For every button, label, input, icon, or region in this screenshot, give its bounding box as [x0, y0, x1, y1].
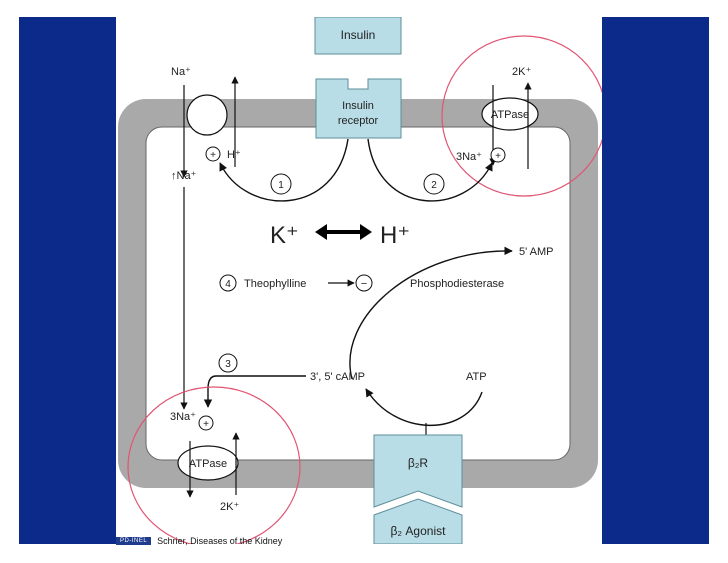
minus-marker: [355, 274, 373, 292]
step-1-badge: [270, 173, 292, 195]
plus-marker-1: [205, 146, 221, 162]
step-4-badge: [219, 274, 237, 292]
insulin-receptor-label-1: Insulin: [342, 100, 374, 112]
highlight-circle-bottom: [127, 386, 301, 544]
atpase-bottom: [177, 445, 239, 481]
k2-top-label: 2K⁺: [512, 66, 531, 78]
amp-label: 5' AMP: [519, 246, 554, 258]
atpase-top: [481, 97, 539, 131]
left-slide-bar: [19, 17, 116, 544]
k2-bottom-label: 2K⁺: [220, 501, 239, 513]
figure-panel: Insulin Insulin receptor Na⁺ + H⁺ ↑Na⁺ A…: [116, 17, 602, 544]
pathway-3-arrow: [203, 375, 306, 408]
svg-text:1: 1: [278, 180, 284, 191]
svg-text:+: +: [210, 150, 216, 161]
k-plus-label: K⁺: [270, 222, 299, 249]
phosphodiesterase-label: Phosphodiesterase: [410, 278, 504, 290]
atp-to-camp-arrow: [365, 388, 483, 427]
cell-diagram: Insulin Insulin receptor Na⁺ + H⁺ ↑Na⁺ A…: [118, 17, 602, 544]
camp-label: 3', 5' cAMP: [310, 371, 365, 383]
cell-interior: [145, 126, 571, 461]
step-2-badge: [423, 173, 445, 195]
na3-top-label: 3Na⁺: [456, 151, 482, 163]
beta2-receptor-label: β₂R: [408, 456, 429, 470]
pathway-1-arrow: [219, 138, 349, 202]
h-plus-label: H⁺: [380, 222, 410, 249]
atpase-bottom-label: ATPase: [189, 458, 227, 470]
insulin-receptor: [315, 78, 402, 139]
up-na-label: ↑Na⁺: [171, 170, 197, 182]
pathway-2-arrow: [367, 138, 493, 202]
beta2-agonist: [373, 498, 463, 544]
highlight-circle-top: [441, 35, 602, 197]
svg-text:4: 4: [225, 279, 231, 290]
atpase-top-label: ATPase: [491, 109, 529, 121]
na-h-exchanger: [186, 94, 228, 136]
camp-to-amp-arrow: [349, 246, 513, 380]
step-3-badge: [218, 353, 238, 373]
plus-marker-3: [198, 415, 214, 431]
atp-label: ATP: [466, 371, 487, 383]
svg-text:+: +: [203, 419, 209, 430]
plus-marker-2: [490, 147, 506, 163]
exchange-arrow: [315, 224, 372, 240]
insulin-receptor-label-2: receptor: [338, 115, 379, 127]
svg-text:3: 3: [225, 359, 231, 370]
h-top-label: H⁺: [227, 149, 241, 161]
insulin-box: [314, 17, 402, 55]
beta2-agonist-label: β₂ Agonist: [391, 524, 447, 538]
theophylline-label: Theophylline: [244, 278, 306, 290]
beta2-receptor: [373, 434, 463, 508]
na3-bottom-label: 3Na⁺: [170, 411, 196, 423]
figure-credit: PD-INEL Schrier, Diseases of the Kidney: [116, 535, 282, 547]
credit-text: Schrier, Diseases of the Kidney: [157, 536, 283, 546]
svg-text:2: 2: [431, 180, 437, 191]
svg-text:+: +: [495, 151, 501, 162]
license-badge: PD-INEL: [116, 537, 152, 545]
svg-text:−: −: [361, 278, 367, 290]
right-slide-bar: [602, 17, 709, 544]
insulin-label: Insulin: [341, 28, 376, 42]
na-top-label: Na⁺: [171, 66, 191, 78]
